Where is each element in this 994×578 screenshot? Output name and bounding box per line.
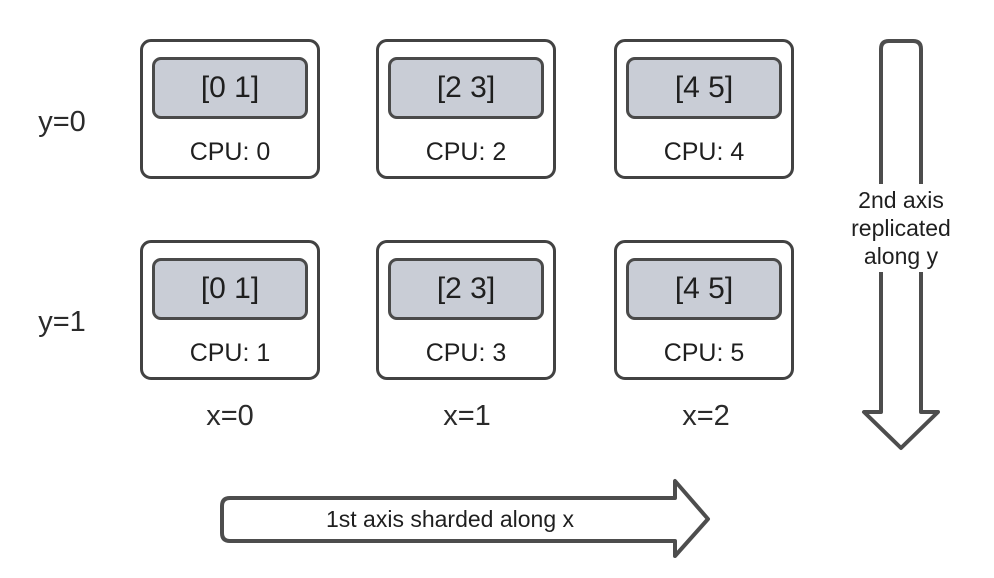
device-box-cpu1: [0 1] CPU: 1 bbox=[140, 240, 320, 380]
shard-data: [0 1] bbox=[152, 258, 308, 320]
vertical-arrow-caption-line: 2nd axis bbox=[858, 187, 944, 213]
horizontal-arrow-caption: 1st axis sharded along x bbox=[325, 506, 575, 532]
col-label-x0: x=0 bbox=[206, 400, 254, 432]
shard-data: [2 3] bbox=[388, 258, 544, 320]
cpu-label: CPU: 3 bbox=[425, 339, 507, 367]
shard-data: [4 5] bbox=[626, 258, 782, 320]
col-label-x1: x=1 bbox=[443, 400, 491, 432]
device-box-cpu0: [0 1] CPU: 0 bbox=[140, 39, 320, 179]
shard-data: [0 1] bbox=[152, 57, 308, 119]
vertical-arrow-caption-line: replicated bbox=[851, 215, 951, 241]
device-box-cpu4: [4 5] CPU: 4 bbox=[614, 39, 794, 179]
cpu-label: CPU: 2 bbox=[425, 138, 507, 166]
cpu-label: CPU: 1 bbox=[189, 339, 271, 367]
col-label-x2: x=2 bbox=[682, 400, 730, 432]
device-box-cpu2: [2 3] CPU: 2 bbox=[376, 39, 556, 179]
row-label-y0: y=0 bbox=[38, 106, 86, 138]
shard-data: [4 5] bbox=[626, 57, 782, 119]
cpu-label: CPU: 5 bbox=[663, 339, 745, 367]
device-box-cpu3: [2 3] CPU: 3 bbox=[376, 240, 556, 380]
vertical-arrow-caption: 2nd axis replicated along y bbox=[834, 184, 968, 272]
vertical-arrow-caption-line: along y bbox=[863, 243, 939, 269]
cpu-label: CPU: 0 bbox=[189, 138, 271, 166]
cpu-label: CPU: 4 bbox=[663, 138, 745, 166]
shard-data: [2 3] bbox=[388, 57, 544, 119]
device-box-cpu5: [4 5] CPU: 5 bbox=[614, 240, 794, 380]
row-label-y1: y=1 bbox=[38, 306, 86, 338]
